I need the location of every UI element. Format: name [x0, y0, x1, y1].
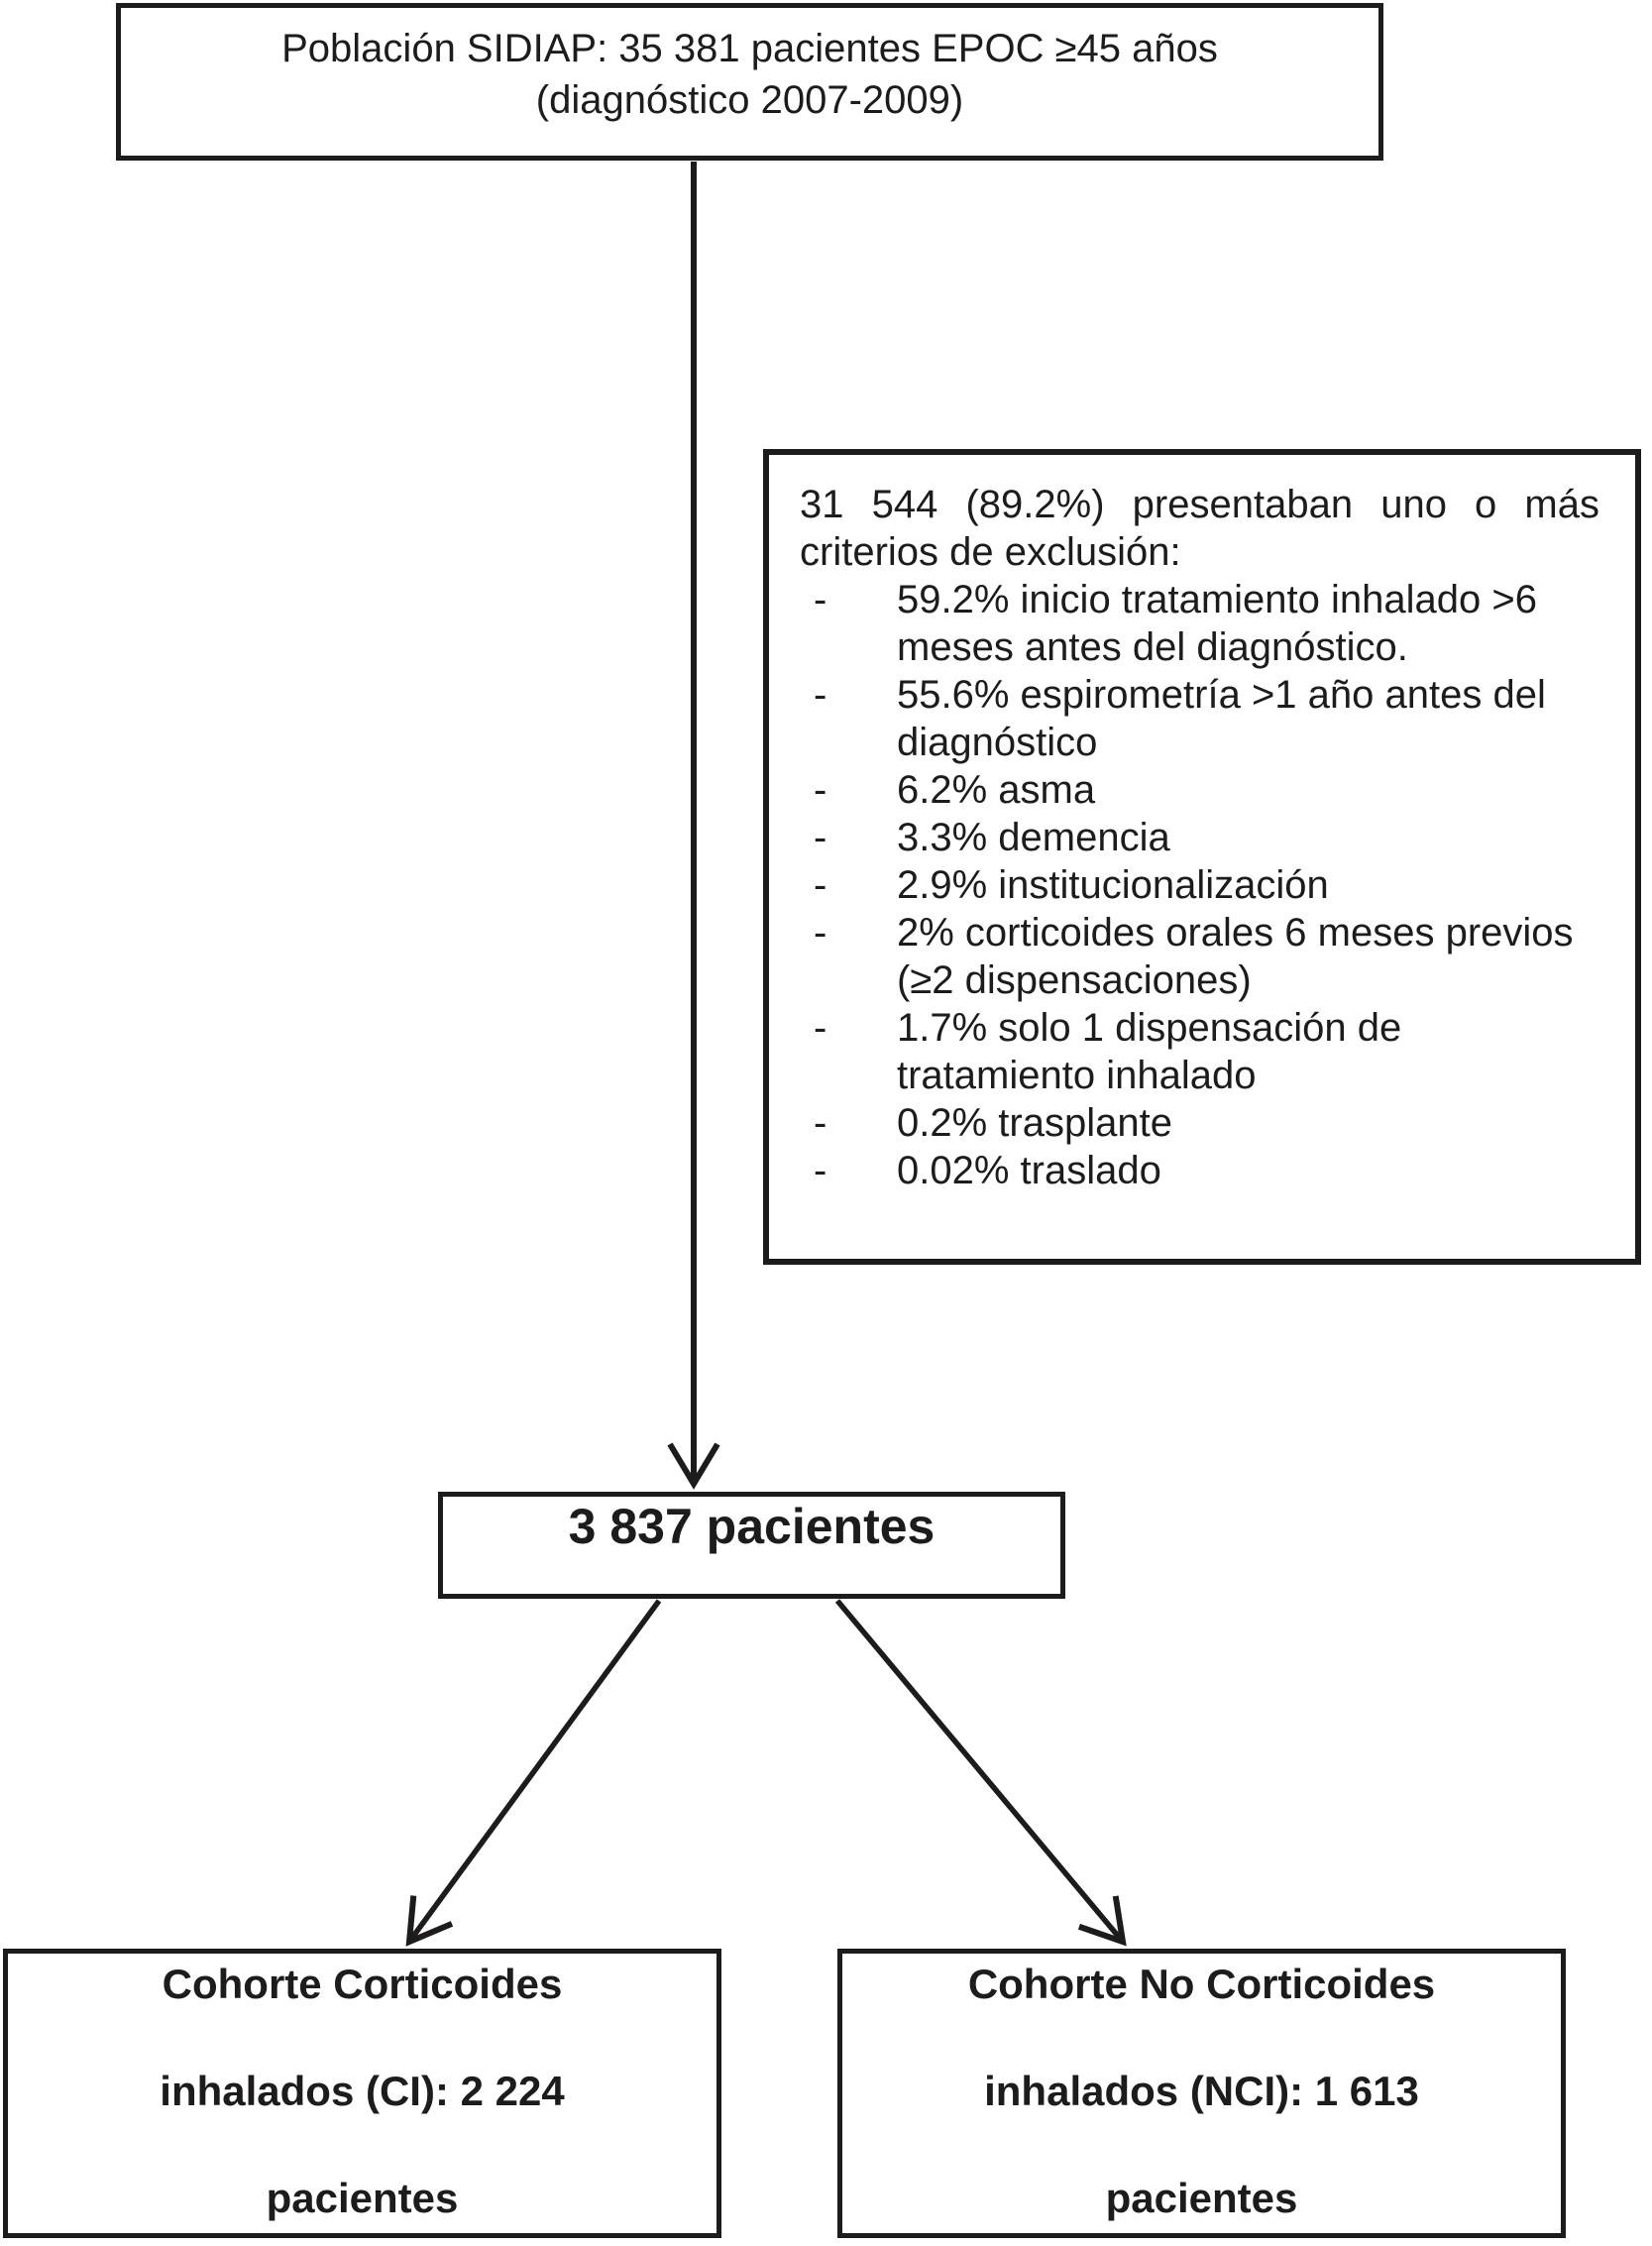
- exclusion-item: - 2% corticoides orales 6 meses previos …: [800, 909, 1599, 1004]
- exclusion-item-dash: -: [814, 863, 827, 907]
- exclusion-item-dash: -: [814, 911, 827, 955]
- exclusion-item: - 6.2% asma: [800, 766, 1599, 814]
- included-patients-label: 3 837 pacientes: [568, 1499, 936, 1554]
- ci-cohort-line1: Cohorte Corticoides: [162, 1961, 563, 2007]
- nci-cohort-line2: inhalados (NCI): 1 613: [984, 2068, 1419, 2114]
- exclusion-intro: 31 544 (89.2%) presentaban uno o más cri…: [800, 483, 1599, 574]
- exclusion-item: - 59.2% inicio tratamiento inhalado >6 m…: [800, 576, 1599, 671]
- nci-cohort-line3: pacientes: [1105, 2175, 1298, 2221]
- exclusion-item-dash: -: [814, 1101, 827, 1145]
- exclusion-item: - 0.02% traslado: [800, 1147, 1599, 1194]
- population-box-line1: Población SIDIAP: 35 381 pacientes EPOC …: [281, 27, 1218, 70]
- exclusion-item-text: 3.3% demencia: [897, 816, 1170, 859]
- exclusion-item-text: 6.2% asma: [897, 768, 1096, 812]
- exclusion-item-dash: -: [814, 1149, 827, 1192]
- exclusion-item-text: 2.9% institucionalización: [897, 863, 1329, 907]
- exclusion-list: - 59.2% inicio tratamiento inhalado >6 m…: [800, 576, 1599, 1194]
- exclusion-criteria-box: 31 544 (89.2%) presentaban uno o más cri…: [763, 449, 1641, 1265]
- exclusion-item-dash: -: [814, 673, 827, 717]
- exclusion-item: - 55.6% espirometría >1 año antes del di…: [800, 671, 1599, 766]
- exclusion-item-text: 55.6% espirometría >1 año antes del diag…: [897, 673, 1546, 764]
- exclusion-item-text: 0.2% trasplante: [897, 1101, 1172, 1145]
- ci-cohort-line2: inhalados (CI): 2 224: [160, 2068, 565, 2114]
- population-box: Población SIDIAP: 35 381 pacientes EPOC …: [116, 3, 1383, 161]
- exclusion-item: - 1.7% solo 1 dispensación de tratamient…: [800, 1004, 1599, 1099]
- exclusion-item-text: 1.7% solo 1 dispensación de tratamiento …: [897, 1006, 1402, 1097]
- population-box-line2: (diagnóstico 2007-2009): [535, 78, 964, 122]
- nci-cohort-line1: Cohorte No Corticoides: [967, 1961, 1436, 2007]
- exclusion-item-text: 59.2% inicio tratamiento inhalado >6 mes…: [897, 578, 1537, 669]
- arrow-included-to-ci-cohort: [405, 1599, 662, 1947]
- arrow-included-to-nci-cohort: [834, 1599, 1127, 1947]
- exclusion-item-dash: -: [814, 578, 827, 621]
- included-patients-box: 3 837 pacientes: [438, 1492, 1065, 1599]
- exclusion-item: - 2.9% institucionalización: [800, 861, 1599, 909]
- ci-cohort-box: Cohorte Corticoides inhalados (CI): 2 22…: [3, 1949, 721, 2238]
- exclusion-item-dash: -: [814, 1006, 827, 1050]
- ci-cohort-line3: pacientes: [266, 2175, 459, 2221]
- exclusion-item-dash: -: [814, 816, 827, 859]
- exclusion-item-text: 2% corticoides orales 6 meses previos (≥…: [897, 911, 1574, 1002]
- exclusion-item: - 3.3% demencia: [800, 814, 1599, 861]
- exclusion-item-dash: -: [814, 768, 827, 812]
- exclusion-item-text: 0.02% traslado: [897, 1149, 1161, 1192]
- exclusion-item: - 0.2% trasplante: [800, 1099, 1599, 1147]
- nci-cohort-box: Cohorte No Corticoides inhalados (NCI): …: [837, 1949, 1566, 2238]
